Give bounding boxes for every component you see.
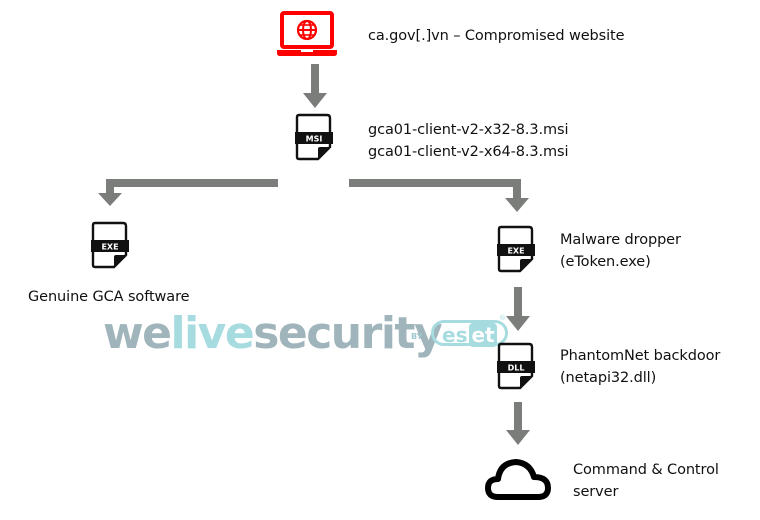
dll-file-icon: DLL bbox=[497, 342, 535, 390]
installer-label-x32: gca01-client-v2-x32-8.3.msi bbox=[368, 122, 569, 138]
website-label: ca.gov[.]vn – Compromised website bbox=[368, 28, 625, 44]
exe-badge: EXE bbox=[101, 243, 118, 252]
arrow-dropper-to-backdoor bbox=[506, 287, 530, 331]
arrow-website-to-installer bbox=[303, 64, 327, 108]
cloud-icon bbox=[485, 459, 551, 500]
node-compromised-website bbox=[276, 10, 338, 58]
laptop-globe-icon bbox=[277, 11, 337, 56]
msi-file-icon: MSI bbox=[295, 113, 333, 161]
dropper-label-file: (eToken.exe) bbox=[560, 254, 651, 270]
watermark-by: BY bbox=[411, 332, 423, 341]
exe-badge: EXE bbox=[507, 247, 524, 256]
arrow-installer-to-dropper bbox=[349, 179, 529, 212]
backdoor-label-file: (netapi32.dll) bbox=[560, 370, 657, 386]
dll-badge: DLL bbox=[508, 364, 525, 373]
arrow-installer-to-genuine bbox=[98, 179, 278, 206]
exe-file-icon-dropper: EXE bbox=[497, 225, 535, 273]
c2-label-server: server bbox=[573, 484, 619, 500]
genuine-label: Genuine GCA software bbox=[28, 289, 190, 305]
dropper-label-title: Malware dropper bbox=[560, 232, 681, 248]
watermark-logo-text: welivesecurity bbox=[103, 308, 443, 359]
registered-mark: ® bbox=[499, 314, 506, 322]
arrow-backdoor-to-c2 bbox=[506, 402, 530, 445]
backdoor-label-title: PhantomNet backdoor bbox=[560, 348, 721, 364]
exe-file-icon-genuine: EXE bbox=[91, 221, 129, 269]
c2-label-title: Command & Control bbox=[573, 462, 719, 478]
installer-label-x64: gca01-client-v2-x64-8.3.msi bbox=[368, 144, 569, 160]
msi-badge: MSI bbox=[306, 135, 323, 144]
